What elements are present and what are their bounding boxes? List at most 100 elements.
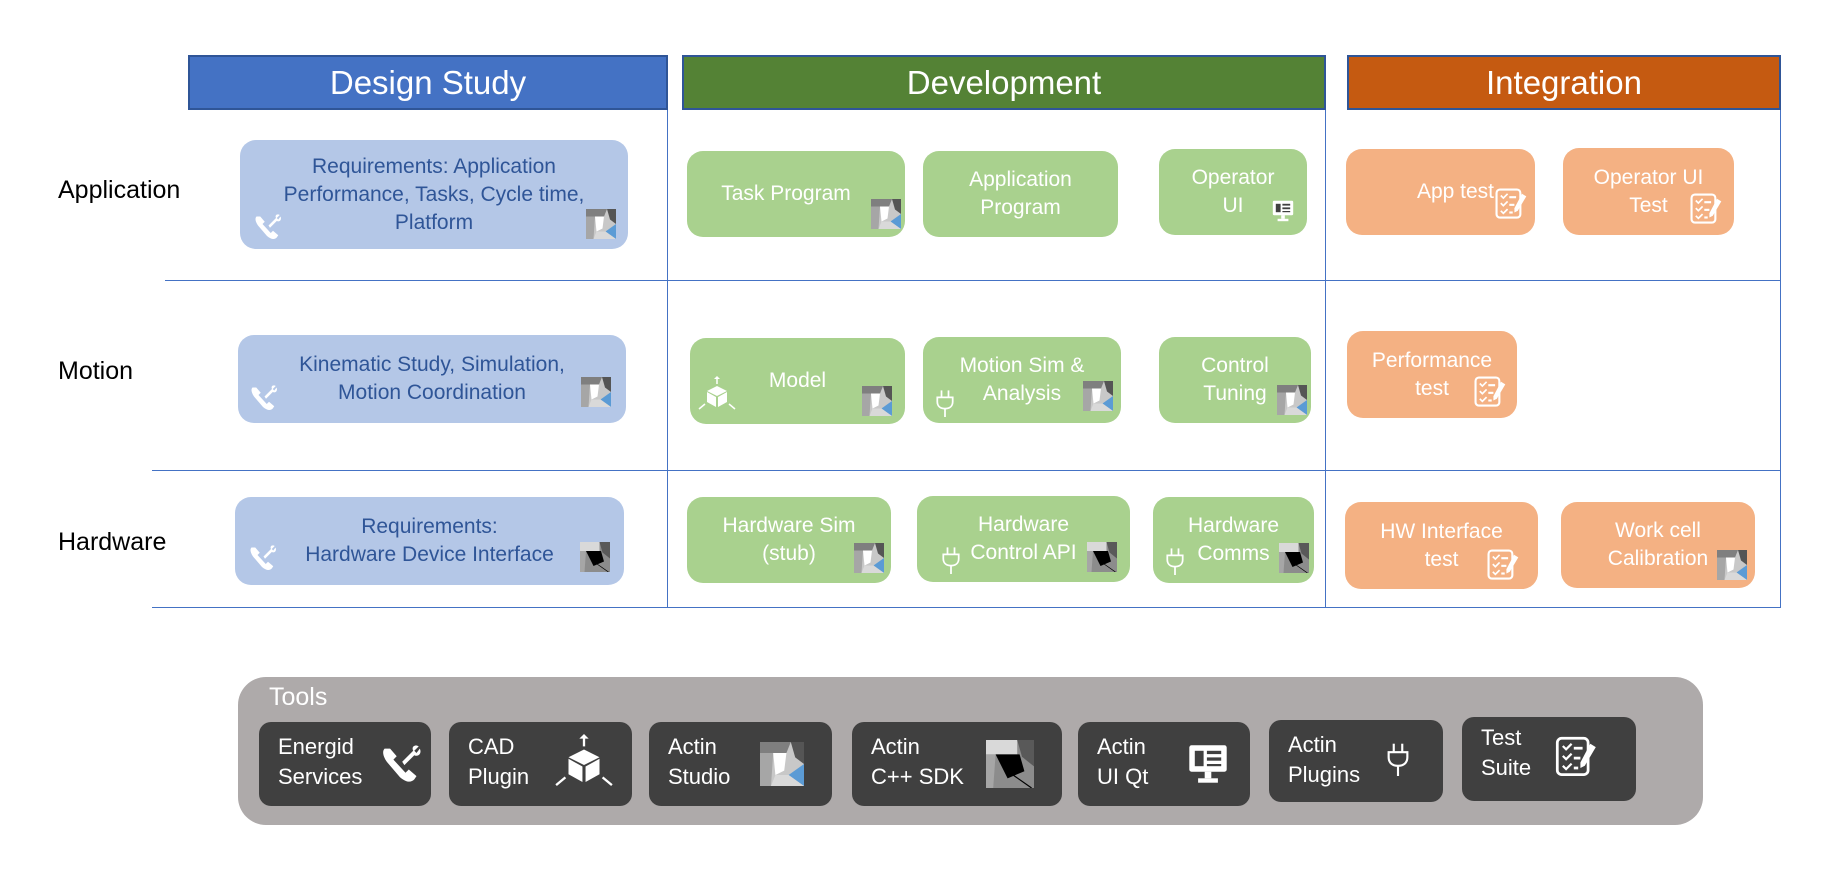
card-control-tuning[interactable]: Control Tuning (1159, 337, 1311, 423)
card-line: Operator UI (1593, 165, 1704, 189)
card-line: UI (1222, 194, 1244, 217)
card-line: Control (1201, 354, 1269, 377)
tool-label: UI Qt (1097, 764, 1149, 789)
tool-label: Actin (871, 734, 920, 759)
services-icon (247, 543, 277, 573)
card-model[interactable]: Model (690, 338, 905, 424)
card-line: Comms (1197, 542, 1270, 565)
card-kinematic-study[interactable]: Kinematic Study, Simulation, Motion Coor… (238, 335, 626, 423)
actin-sdk-icon (986, 740, 1034, 788)
card-line: Model (768, 369, 827, 392)
actin-studio-icon (862, 386, 892, 416)
tool-label: Actin (1097, 734, 1146, 759)
tool-actin-plugins[interactable]: Actin Plugins (1269, 720, 1443, 802)
tools-title: Tools (269, 683, 328, 711)
test-suite-icon (1494, 187, 1528, 221)
grid-line-design-dev (667, 110, 668, 608)
card-line: Test (1629, 193, 1668, 217)
plug-icon (931, 381, 959, 425)
column-header-integration: Integration (1347, 55, 1781, 110)
card-line: Work cell (1615, 519, 1701, 542)
column-header-development: Development (682, 55, 1326, 110)
card-line: Kinematic Study, Simulation, (299, 353, 565, 376)
card-hardware-control-api[interactable]: Hardware Control API (917, 496, 1130, 582)
card-line: Program (980, 196, 1061, 219)
card-line: test (1424, 547, 1459, 571)
card-line: Requirements: (361, 515, 498, 538)
actin-studio-icon (581, 377, 611, 407)
card-line: Hardware (977, 513, 1070, 536)
card-requirements-application[interactable]: Requirements: Application Performance, T… (240, 140, 628, 249)
card-work-cell-calibration[interactable]: Work cell Calibration (1561, 502, 1755, 588)
tool-energid-services[interactable]: Energid Services (259, 722, 431, 806)
card-performance-test[interactable]: Performance test (1347, 331, 1517, 418)
card-line: HW Interface (1380, 519, 1503, 543)
card-line: Requirements: Application (312, 154, 556, 178)
tool-actin-cpp-sdk[interactable]: Actin C++ SDK (852, 722, 1062, 806)
actin-studio-icon (760, 742, 804, 786)
tool-test-suite[interactable]: Test Suite (1462, 717, 1636, 801)
card-motion-sim-analysis[interactable]: Motion Sim & Analysis (923, 337, 1121, 423)
card-app-test[interactable]: App test (1346, 149, 1535, 235)
card-operator-ui-test[interactable]: Operator UI Test (1563, 148, 1734, 235)
tool-label: Energid (278, 734, 354, 759)
card-line: Control API (970, 541, 1077, 564)
card-line: Hardware Sim (722, 514, 856, 537)
card-line: (stub) (762, 542, 816, 565)
test-suite-icon (1689, 192, 1723, 226)
services-icon (248, 383, 278, 413)
tool-label: Services (278, 764, 363, 789)
column-header-design-study: Design Study (188, 55, 668, 110)
tool-label: Studio (668, 764, 731, 789)
row-label-application: Application (58, 176, 181, 204)
tool-cad-plugin[interactable]: CAD Plugin (449, 722, 632, 806)
card-line: Tuning (1203, 382, 1267, 405)
card-application-program[interactable]: Application Program (923, 151, 1118, 237)
tool-label: Actin (1288, 732, 1337, 757)
card-line: Performance, Tasks, Cycle time, (283, 182, 585, 206)
card-hardware-comms[interactable]: Hardware Comms (1153, 497, 1314, 583)
actin-studio-icon (871, 199, 901, 229)
actin-studio-icon (854, 543, 884, 573)
card-hardware-sim[interactable]: Hardware Sim (stub) (687, 497, 891, 583)
tool-label: Actin (668, 734, 717, 759)
cad-cube-icon (697, 376, 737, 416)
card-line: Performance (1371, 348, 1493, 372)
actin-sdk-icon (1279, 543, 1309, 573)
tools-panel: Tools Energid Services CAD Plugin Actin … (238, 677, 1703, 825)
card-line: Platform (394, 210, 474, 234)
card-operator-ui[interactable]: Operator UI (1159, 149, 1307, 235)
actin-studio-icon (586, 209, 616, 239)
plug-icon (937, 538, 965, 582)
tool-label: C++ SDK (871, 764, 964, 789)
card-line: Analysis (982, 382, 1062, 405)
monitor-icon (1186, 742, 1230, 786)
card-line: Task Program (721, 182, 851, 205)
services-icon (378, 742, 422, 786)
tool-actin-ui-qt[interactable]: Actin UI Qt (1078, 722, 1250, 806)
card-task-program[interactable]: Task Program (687, 151, 905, 237)
row-label-motion: Motion (58, 357, 134, 385)
card-line: Hardware (1187, 514, 1280, 537)
actin-studio-icon (1083, 381, 1113, 411)
tool-actin-studio[interactable]: Actin Studio (649, 722, 832, 806)
services-icon (252, 212, 282, 242)
actin-studio-icon (1717, 550, 1747, 580)
plug-icon (1381, 734, 1415, 784)
card-requirements-hardware[interactable]: Requirements: Hardware Device Interface (235, 497, 624, 585)
plug-icon (1161, 539, 1189, 583)
tool-label: Test (1481, 725, 1522, 750)
card-hw-interface-test[interactable]: HW Interface test (1345, 502, 1538, 589)
tool-label: Plugin (468, 764, 530, 789)
card-line: Hardware Device Interface (305, 543, 554, 566)
grid-line-row-2 (152, 470, 1781, 471)
card-line: Motion Sim & (959, 354, 1085, 377)
card-line: Application (969, 168, 1072, 191)
grid-line-dev-int (1325, 110, 1326, 608)
tool-label: CAD (468, 734, 515, 759)
card-line: App test (1416, 180, 1495, 203)
card-line: Motion Coordination (338, 381, 526, 404)
test-suite-icon (1486, 548, 1520, 582)
tool-label: Suite (1481, 755, 1532, 780)
test-suite-icon (1473, 375, 1507, 409)
